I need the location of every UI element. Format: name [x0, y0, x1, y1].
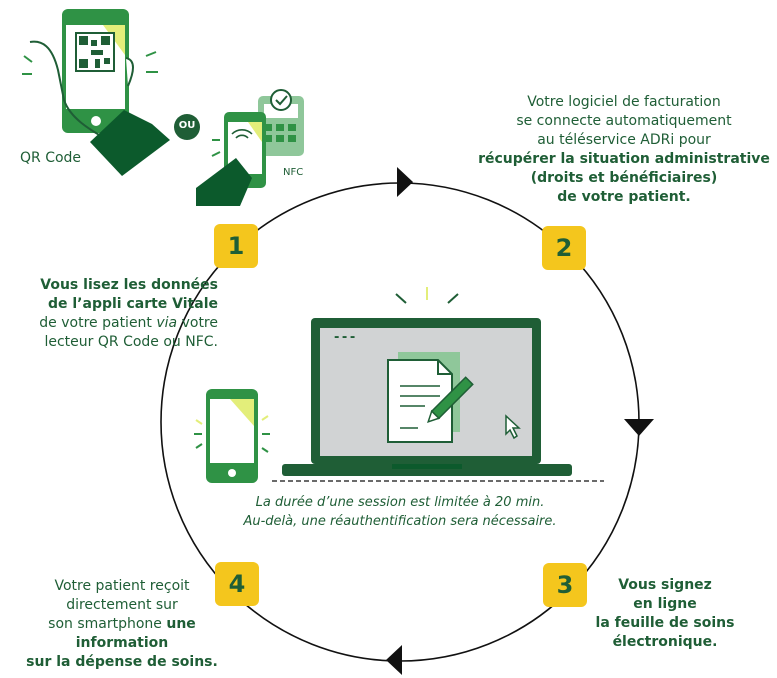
step-text-span: (droits et bénéficiaires)	[530, 170, 718, 186]
step-text-span: au téléservice ADRi pour	[537, 132, 711, 148]
step-2-line: récupérer la situation administrative	[476, 150, 772, 169]
patient-phone-icon	[194, 389, 270, 483]
step-1-text: Vous lisez les données de l’appli carte V…	[20, 276, 218, 352]
step-4-line: directement sur	[14, 596, 230, 615]
step-text-span: Votre patient reçoit	[54, 578, 190, 594]
step-text-span: une information	[75, 616, 196, 651]
ou-label: OU	[178, 120, 196, 131]
screen-dashes: - - -	[334, 330, 355, 345]
step-1-line: de votre patient via votre	[20, 314, 218, 333]
ou-circle	[174, 114, 200, 140]
step-1-line: de l’appli carte Vitale	[20, 295, 218, 314]
session-note-line-1: La durée d’une session est limitée à 20 …	[255, 495, 545, 510]
step-2-line: de votre patient.	[476, 188, 772, 207]
step-2-line: (droits et bénéficiaires)	[476, 169, 772, 188]
step-text-span: récupérer la situation administrative	[478, 151, 770, 167]
step-2-line: Votre logiciel de facturation	[476, 93, 772, 112]
step-1-line: lecteur QR Code ou NFC.	[20, 333, 218, 352]
step-text-span: lecteur QR Code ou NFC.	[44, 334, 218, 350]
step-text-span: sur la dépense de soins.	[26, 654, 218, 670]
step-3-line: la feuille de soins	[580, 614, 750, 633]
step-4-badge: 4	[215, 562, 259, 606]
step-1-line: Vous lisez les données	[20, 276, 218, 295]
laptop-icon	[282, 287, 572, 476]
step-text-span: de votre patient	[39, 315, 157, 331]
step-text-span: de votre patient.	[557, 189, 691, 205]
step-2-line: au téléservice ADRi pour	[476, 131, 772, 150]
cycle-arrow-top-icon	[397, 167, 413, 197]
step-3-text: Vous signez en ligne la feuille de soins él…	[580, 576, 750, 652]
step-text-span: la feuille de soins	[595, 615, 735, 631]
step-4-line: son smartphone une information	[14, 615, 230, 653]
step-text-span: via	[156, 315, 178, 331]
step-4-text: Votre patient reçoit directement sur son s…	[14, 577, 230, 672]
step-text-span: électronique.	[612, 634, 718, 650]
step-text-span: son smartphone	[48, 616, 167, 632]
step-3-line: en ligne	[580, 595, 750, 614]
step-text-span: Votre logiciel de facturation	[527, 94, 721, 110]
step-text-span: de l’appli carte Vitale	[47, 296, 218, 312]
nfc-phone-icon	[196, 89, 304, 206]
step-text-span: directement sur	[66, 597, 178, 613]
cycle-arrow-right-icon	[624, 419, 654, 436]
step-1-badge: 1	[214, 224, 258, 268]
session-note-line-2: Au-delà, une réauthentification sera néc…	[243, 514, 557, 529]
step-text-span: Vous signez	[618, 577, 712, 593]
step-text-span: se connecte automatiquement	[516, 113, 732, 129]
session-note: La durée d’une session est limitée à 20 …	[222, 493, 578, 531]
qr-code-label: QR Code	[20, 150, 82, 166]
step-2-badge: 2	[542, 226, 586, 270]
step-4-line: Votre patient reçoit	[14, 577, 230, 596]
step-4-line: sur la dépense de soins.	[14, 653, 230, 672]
step-text-span: en ligne	[633, 596, 697, 612]
qr-phone-icon	[22, 9, 170, 176]
step-2-text: Votre logiciel de facturation se connecte…	[476, 93, 772, 207]
step-3-line: Vous signez	[580, 576, 750, 595]
cycle-arrow-bottom-icon	[386, 645, 402, 675]
step-3-badge: 3	[543, 563, 587, 607]
step-text-span: votre	[177, 315, 218, 331]
step-text-span: Vous lisez les données	[40, 277, 218, 293]
step-2-line: se connecte automatiquement	[476, 112, 772, 131]
step-3-line: électronique.	[580, 633, 750, 652]
nfc-label: NFC	[283, 167, 304, 178]
